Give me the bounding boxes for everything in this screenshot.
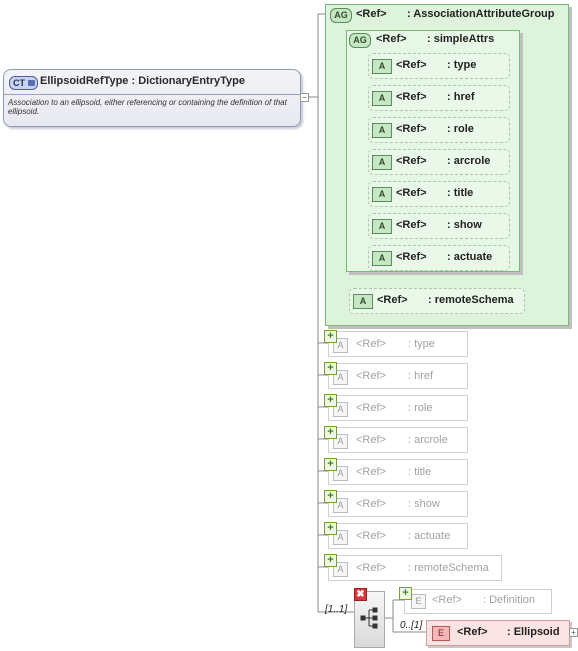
attribute-name: : arcrole bbox=[447, 155, 491, 167]
element-ref: <Ref> bbox=[457, 626, 488, 638]
collapsed-attribute-remote-schema[interactable]: A <Ref> : remoteSchema bbox=[328, 555, 502, 581]
attribute-group-name: : AssociationAttributeGroup bbox=[407, 8, 555, 20]
complex-type-documentation: Association to an ellipsoid, either refe… bbox=[8, 98, 287, 116]
attribute-href[interactable]: A <Ref> : href bbox=[368, 85, 510, 111]
attribute-badge: A bbox=[372, 91, 392, 106]
add-icon[interactable]: + bbox=[324, 554, 337, 567]
type-icon bbox=[28, 80, 35, 86]
add-icon[interactable]: + bbox=[324, 522, 337, 535]
attribute-ref: <Ref> bbox=[377, 294, 408, 306]
attribute-badge: A bbox=[372, 59, 392, 74]
add-icon[interactable]: + bbox=[324, 362, 337, 375]
attribute-name: : title bbox=[408, 466, 432, 478]
attribute-ref: <Ref> bbox=[396, 123, 427, 135]
attribute-ref: <Ref> bbox=[396, 155, 427, 167]
complex-type-badge: CT bbox=[9, 76, 38, 90]
element-name: : Ellipsoid bbox=[507, 626, 560, 638]
attribute-ref: <Ref> bbox=[396, 91, 427, 103]
add-icon[interactable]: + bbox=[324, 458, 337, 471]
attribute-ref: <Ref> bbox=[356, 370, 386, 382]
add-icon[interactable]: + bbox=[324, 490, 337, 503]
attribute-title[interactable]: A <Ref> : title bbox=[368, 181, 510, 207]
element-badge: E bbox=[411, 594, 426, 609]
attribute-ref: <Ref> bbox=[356, 434, 386, 446]
element-cardinality: 0..[1] bbox=[400, 620, 423, 631]
attribute-badge: A bbox=[372, 187, 392, 202]
complex-type-box[interactable]: CT EllipsoidRefType : DictionaryEntryTyp… bbox=[3, 69, 301, 127]
attribute-name: : show bbox=[408, 498, 440, 510]
attribute-ref: <Ref> bbox=[356, 562, 386, 574]
attribute-name: : actuate bbox=[447, 251, 493, 263]
attribute-name: : remoteSchema bbox=[408, 562, 489, 574]
add-icon[interactable]: + bbox=[399, 587, 412, 600]
attribute-name: : href bbox=[447, 91, 475, 103]
remove-icon[interactable]: ✖ bbox=[354, 588, 367, 601]
attribute-ref: <Ref> bbox=[396, 59, 427, 71]
attribute-ref: <Ref> bbox=[396, 251, 427, 263]
collapsed-attribute-title[interactable]: A <Ref> : title bbox=[328, 459, 468, 485]
attribute-name: : role bbox=[447, 123, 474, 135]
attribute-ref: <Ref> bbox=[356, 530, 386, 542]
attribute-name: : role bbox=[408, 402, 433, 414]
add-icon[interactable]: + bbox=[324, 394, 337, 407]
element-definition[interactable]: E <Ref> : Definition bbox=[404, 589, 552, 614]
attribute-badge: A bbox=[372, 219, 392, 234]
element-badge: E bbox=[432, 626, 450, 641]
collapsed-attribute-href[interactable]: A <Ref> : href bbox=[328, 363, 468, 389]
attribute-ref: <Ref> bbox=[396, 219, 427, 231]
element-ellipsoid[interactable]: E <Ref> : Ellipsoid bbox=[426, 620, 570, 646]
attribute-name: : arcrole bbox=[408, 434, 448, 446]
inner-group-ref: <Ref> bbox=[376, 33, 407, 45]
element-name: : Definition bbox=[483, 594, 535, 606]
add-icon[interactable]: + bbox=[324, 330, 337, 343]
attribute-ref: <Ref> bbox=[356, 466, 386, 478]
attribute-role[interactable]: A <Ref> : role bbox=[368, 117, 510, 143]
attribute-ref: <Ref> bbox=[356, 402, 386, 414]
attribute-ref: <Ref> bbox=[356, 338, 386, 350]
collapsed-attribute-type[interactable]: A <Ref> : type bbox=[328, 331, 468, 357]
attribute-remote-schema[interactable]: A <Ref> : remoteSchema bbox=[349, 288, 525, 314]
attribute-badge: A bbox=[372, 123, 392, 138]
attribute-badge: A bbox=[353, 294, 373, 309]
collapsed-attribute-show[interactable]: A <Ref> : show bbox=[328, 491, 468, 517]
choice-icon bbox=[360, 607, 378, 629]
choice-cardinality: [1..1] bbox=[325, 604, 348, 615]
attribute-group-ref: <Ref> bbox=[356, 8, 387, 20]
divider bbox=[4, 94, 300, 95]
attribute-name: : title bbox=[447, 187, 474, 199]
attribute-group-badge: AG bbox=[330, 8, 352, 23]
attribute-arcrole[interactable]: A <Ref> : arcrole bbox=[368, 149, 510, 175]
attribute-actuate[interactable]: A <Ref> : actuate bbox=[368, 245, 510, 271]
complex-type-title: EllipsoidRefType : DictionaryEntryType bbox=[40, 75, 245, 87]
attribute-name: : type bbox=[447, 59, 477, 71]
attribute-name: : remoteSchema bbox=[428, 294, 514, 306]
collapsed-attribute-role[interactable]: A <Ref> : role bbox=[328, 395, 468, 421]
attribute-name: : type bbox=[408, 338, 435, 350]
expand-icon[interactable]: + bbox=[569, 628, 578, 637]
attribute-type[interactable]: A <Ref> : type bbox=[368, 53, 510, 79]
add-icon[interactable]: + bbox=[324, 426, 337, 439]
attribute-badge: A bbox=[372, 251, 392, 266]
inner-group-badge: AG bbox=[349, 33, 371, 48]
collapsed-attribute-actuate[interactable]: A <Ref> : actuate bbox=[328, 523, 468, 549]
collapsed-attribute-arcrole[interactable]: A <Ref> : arcrole bbox=[328, 427, 468, 453]
element-ref: <Ref> bbox=[432, 594, 462, 606]
attribute-name: : href bbox=[408, 370, 434, 382]
attribute-ref: <Ref> bbox=[396, 187, 427, 199]
inner-group-name: : simpleAttrs bbox=[427, 33, 495, 45]
attribute-badge: A bbox=[372, 155, 392, 170]
attribute-name: : actuate bbox=[408, 530, 451, 542]
collapse-icon[interactable]: − bbox=[300, 93, 309, 102]
attribute-ref: <Ref> bbox=[356, 498, 386, 510]
attribute-show[interactable]: A <Ref> : show bbox=[368, 213, 510, 239]
attribute-name: : show bbox=[447, 219, 482, 231]
